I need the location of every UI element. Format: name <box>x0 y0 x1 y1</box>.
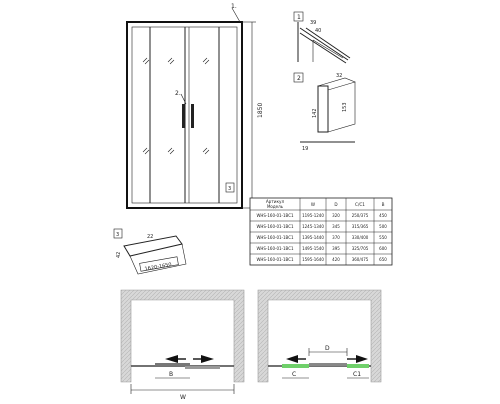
table-cell: 450 <box>379 213 387 218</box>
table-cell: 1195-1240 <box>302 213 324 218</box>
table-cell: 345 <box>332 224 340 229</box>
detail-3-tag <box>113 228 123 239</box>
plan-view-left: B W <box>120 289 245 401</box>
table-cell: 1245-1340 <box>302 224 324 229</box>
table-header-cell: C/C1 <box>355 202 365 207</box>
table-header-cell: B <box>382 202 385 207</box>
table-header-cell: W <box>311 202 315 207</box>
plan-right-panel-left <box>282 364 309 368</box>
callout-3-box <box>225 182 235 193</box>
door-front-view: 2. 1. 3 1850 <box>126 3 264 209</box>
detail-1-tag <box>293 11 304 22</box>
detail-2-dim-top: 32 <box>336 73 342 79</box>
plan-right-gap <box>309 363 347 366</box>
detail-2-dim-bottom: 19 <box>302 146 308 152</box>
plan-right-wall <box>257 289 382 383</box>
detail-2-dim-right: 153 <box>342 102 348 112</box>
table-header-cell: Артикул <box>266 199 285 204</box>
detail-1-dim-a: 39 <box>310 20 316 26</box>
table-cell: 370 <box>332 235 340 240</box>
plan-right-label-c: C <box>292 371 296 378</box>
height-dim-label: 1850 <box>257 103 264 118</box>
table-cell: 330/400 <box>352 235 369 240</box>
plan-left-wall <box>120 289 245 383</box>
detail-2-profile <box>317 77 356 133</box>
table-cell: 325/705 <box>352 246 369 251</box>
outer-frame <box>126 21 243 209</box>
plan-view-right: D C C1 <box>257 289 382 383</box>
detail-2: 2 32 142 153 19 <box>293 72 356 152</box>
table-cell: 315/365 <box>352 224 369 229</box>
plan-left-panel-1 <box>155 363 190 366</box>
table-subheader: Модель <box>267 204 284 209</box>
table-cell: 500 <box>379 224 387 229</box>
table-cell: 320 <box>332 213 340 218</box>
door-handle-right <box>191 104 194 128</box>
callout-3-marker-label: 3 <box>228 186 231 192</box>
plan-right-label-d: D <box>325 345 330 352</box>
table-cell: WHS-160-01-1BC1 <box>256 257 294 262</box>
table-cell: WHS-160-01-1BC1 <box>256 213 294 218</box>
detail-1: 1 39 40 <box>293 11 351 64</box>
plan-right-label-c1: C1 <box>353 371 361 378</box>
detail-1-tag-label: 1 <box>297 14 301 21</box>
table-cell: WHS-160-01-1BC1 <box>256 235 294 240</box>
plan-left-arrow-right <box>201 355 214 363</box>
detail-3-tag-label: 3 <box>116 232 119 238</box>
detail-1-glass <box>312 39 344 62</box>
table-header-cell: D <box>334 202 337 207</box>
detail-3: 3 1620-1650 22 42 <box>113 228 187 275</box>
plan-left-label-w: W <box>180 394 186 400</box>
table-cell: 600 <box>379 246 387 251</box>
table-cell: WHS-160-01-1BC1 <box>256 246 294 251</box>
plan-left-panel-2 <box>185 366 220 369</box>
detail-2-tag <box>293 72 304 83</box>
detail-3-dim-side: 42 <box>116 252 122 258</box>
detail-1-profile <box>299 27 351 64</box>
callout-2-leader <box>180 93 187 105</box>
detail-1-dim-b: 40 <box>315 28 321 34</box>
plan-right-panel-right <box>347 364 369 368</box>
table-cell: 420 <box>332 257 340 262</box>
table-cell: 360/475 <box>352 257 369 262</box>
table-cell: 550 <box>379 235 387 240</box>
plan-right-arrow-left <box>286 355 298 363</box>
detail-3-range-box <box>139 256 179 272</box>
detail-2-tag-label: 2 <box>297 75 301 82</box>
detail-2-panel <box>317 85 329 133</box>
plan-right-arrow-right <box>356 355 368 363</box>
plan-left-arrow-left <box>165 355 178 363</box>
detail-2-dim-left: 142 <box>312 108 318 118</box>
callout-1-label: 1. <box>231 3 237 10</box>
table-cell: 395 <box>332 246 340 251</box>
detail-3-range: 1620-1650 <box>144 262 172 273</box>
callout-2-label: 2. <box>175 90 181 97</box>
table-cell: 250/375 <box>352 213 369 218</box>
detail-3-dim-top: 22 <box>147 234 153 240</box>
plan-left-label-b: B <box>169 371 173 378</box>
table-cell: 650 <box>379 257 387 262</box>
glass-reflections <box>142 57 210 155</box>
table-cell: 1595-1640 <box>302 257 324 262</box>
table-cell: WHS-160-01-1BC1 <box>256 224 294 229</box>
detail-3-rail <box>129 243 187 275</box>
table-cell: 1495-1540 <box>302 246 324 251</box>
callout-1-leader <box>231 7 241 23</box>
door-handle-left <box>182 104 185 128</box>
table-cell: 1395-1440 <box>302 235 324 240</box>
